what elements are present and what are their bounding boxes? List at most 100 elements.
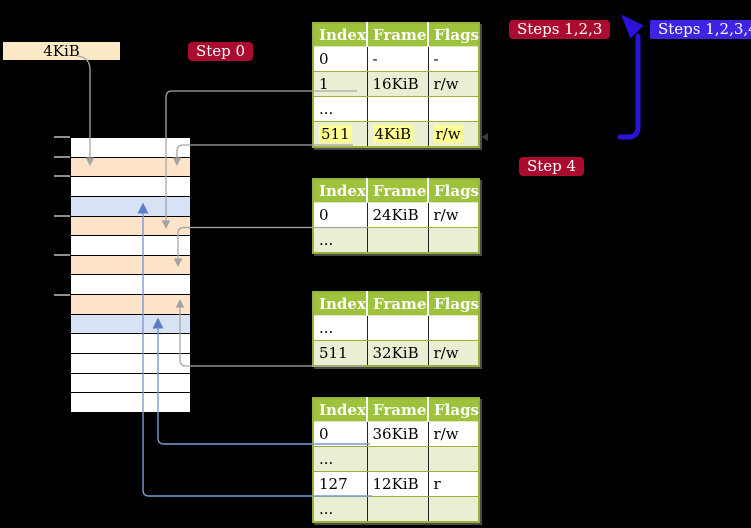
cell-flags: r/w <box>428 421 479 447</box>
steps-loop-arrow <box>617 14 644 140</box>
header-cell-index: Index <box>313 398 368 422</box>
address-tick <box>54 215 70 217</box>
table-row: 511 32KiB r/w <box>313 340 479 366</box>
memory-row-orange <box>71 255 190 276</box>
address-tick <box>54 294 70 296</box>
cell-frame <box>367 227 429 253</box>
cell-index: 0 <box>313 202 368 228</box>
table-row: ... <box>313 96 479 122</box>
cell-index: ... <box>313 315 368 341</box>
header-cell-frame: Frame <box>367 292 429 316</box>
table-row: ... <box>313 496 479 522</box>
memory-row-orange <box>71 295 190 315</box>
step-0-label: Step 0 <box>188 42 254 61</box>
table-row: ... <box>313 315 479 341</box>
cell-index: ... <box>313 227 368 253</box>
address-tick <box>54 136 70 138</box>
highlight-mark: 511 <box>319 125 352 143</box>
cell-flags <box>428 227 479 253</box>
cell-flags: r <box>428 471 479 497</box>
cell-flags <box>428 446 479 472</box>
header-cell-frame: Frame <box>367 398 429 422</box>
cell-frame: 16KiB <box>367 71 429 97</box>
steps-123-label: Steps 1,2,3 <box>509 20 611 39</box>
header-cell-frame: Frame <box>367 179 429 203</box>
table-row: ... <box>313 227 479 253</box>
table-row: 0 36KiB r/w <box>313 421 479 447</box>
table-row: 0 - - <box>313 46 479 72</box>
highlight-mark: r/w <box>433 125 463 143</box>
table-header-row: Index Frame Flags <box>313 292 479 316</box>
cell-frame: 12KiB <box>367 471 429 497</box>
memory-row-blue <box>71 196 190 217</box>
cell-index: 511 <box>313 340 368 366</box>
table-header-row: Index Frame Flags <box>313 398 479 422</box>
header-cell-index: Index <box>313 23 368 47</box>
page-table-level-1: Index Frame Flags 0 - - 1 16KiB r/w ... … <box>312 22 480 148</box>
cell-flags: r/w <box>428 71 479 97</box>
cell-frame <box>367 446 429 472</box>
memory-row-white <box>71 177 190 197</box>
memory-row-white <box>71 334 190 355</box>
memory-row-orange <box>71 157 190 178</box>
memory-row-white <box>71 373 190 394</box>
table-row: ... <box>313 446 479 472</box>
cell-frame: 24KiB <box>367 202 429 228</box>
table1-edge-arrowhead <box>481 133 488 141</box>
header-cell-frame: Frame <box>367 23 429 47</box>
header-cell-flags: Flags <box>428 23 479 47</box>
page-table-level-3: Index Frame Flags ... 511 32KiB r/w <box>312 291 480 367</box>
cell-frame <box>367 96 429 122</box>
cell-frame <box>367 315 429 341</box>
cell-flags: - <box>428 46 479 72</box>
cell-frame: 32KiB <box>367 340 429 366</box>
memory-row-blue <box>71 314 190 335</box>
table-row: 127 12KiB r <box>313 471 479 497</box>
step-4-label: Step 4 <box>519 157 585 176</box>
memory-row-white <box>71 138 190 158</box>
header-cell-flags: Flags <box>428 292 479 316</box>
cell-flags: r/w <box>428 340 479 366</box>
cell-frame: - <box>367 46 429 72</box>
highlight-mark: 4KiB <box>372 125 414 143</box>
cell-frame: 4KiB <box>367 121 429 147</box>
table-header-row: Index Frame Flags <box>313 179 479 203</box>
cell-index: 0 <box>313 421 368 447</box>
cell-frame <box>367 496 429 522</box>
table-row: 1 16KiB r/w <box>313 71 479 97</box>
address-tick <box>54 254 70 256</box>
cell-index: ... <box>313 446 368 472</box>
header-cell-flags: Flags <box>428 398 479 422</box>
cell-flags <box>428 96 479 122</box>
cell-flags <box>428 315 479 341</box>
cell-index: 1 <box>313 71 368 97</box>
memory-row-white <box>71 275 190 296</box>
cell-index: 0 <box>313 46 368 72</box>
address-tick <box>54 175 70 177</box>
cell-frame: 36KiB <box>367 421 429 447</box>
steps-1234-label: Steps 1,2,3,4 <box>650 20 751 39</box>
memory-row-white <box>71 354 190 374</box>
connector-table1-row511-to-memory <box>172 144 353 166</box>
cell-index: 127 <box>313 471 368 497</box>
cell-index: ... <box>313 496 368 522</box>
page-table-level-2: Index Frame Flags 0 24KiB r/w ... <box>312 178 480 254</box>
cell-index: 511 <box>313 121 368 147</box>
cell-flags: r/w <box>428 121 479 147</box>
header-cell-flags: Flags <box>428 179 479 203</box>
table-row: 0 24KiB r/w <box>313 202 479 228</box>
memory-row-white <box>71 236 190 256</box>
table-header-row: Index Frame Flags <box>313 23 479 47</box>
cell-index: ... <box>313 96 368 122</box>
memory-column <box>70 137 191 413</box>
cell-flags: r/w <box>428 202 479 228</box>
frame-size-label: 4KiB <box>3 42 120 60</box>
table-row-highlighted: 511 4KiB r/w <box>313 121 479 147</box>
memory-row-white <box>71 393 190 412</box>
page-table-level-4: Index Frame Flags 0 36KiB r/w ... 127 12… <box>312 397 480 523</box>
memory-row-orange <box>71 216 190 237</box>
address-tick <box>54 156 70 158</box>
cell-flags <box>428 496 479 522</box>
header-cell-index: Index <box>313 292 368 316</box>
